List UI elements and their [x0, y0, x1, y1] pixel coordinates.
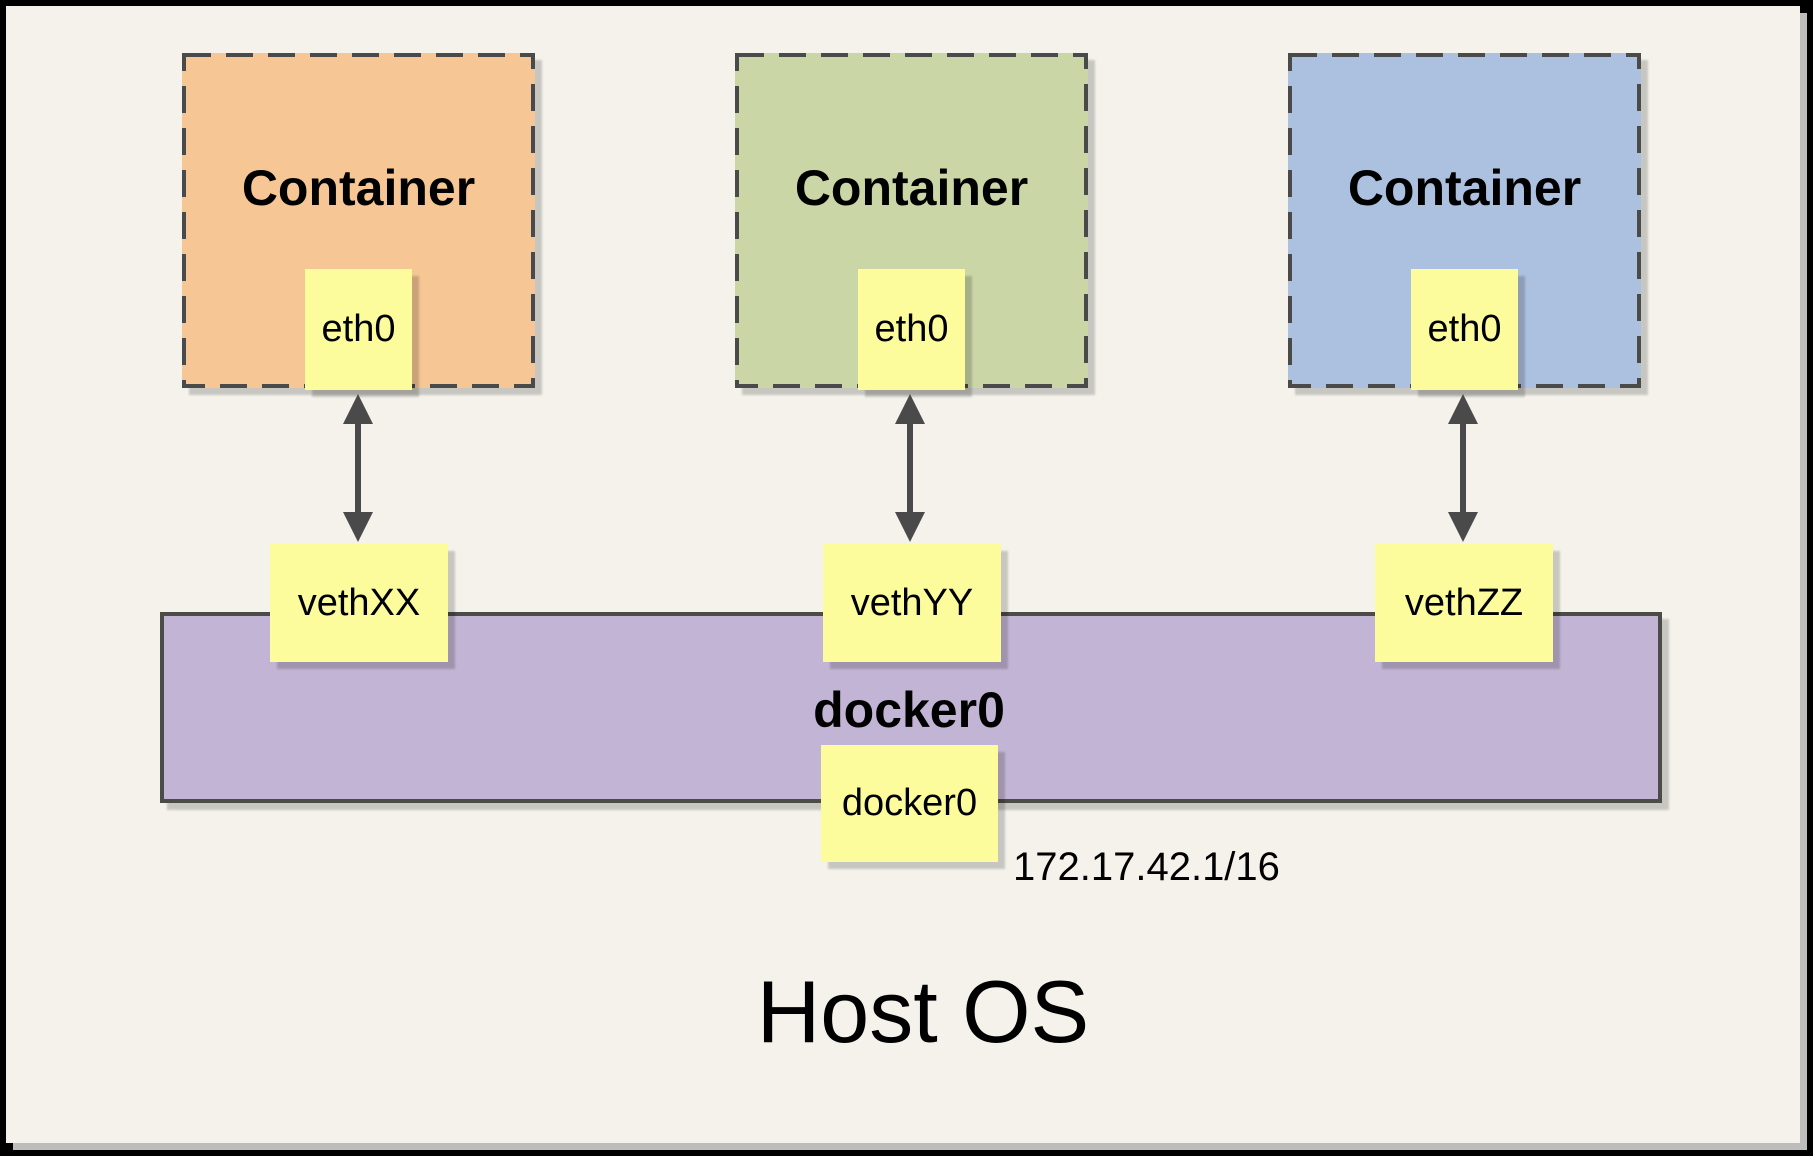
- vethyy-box: vethYY: [823, 544, 1001, 662]
- vethzz-box: vethZZ: [1375, 544, 1553, 662]
- eth0-interface-box: eth0: [858, 269, 965, 390]
- container-label: Container: [794, 160, 1029, 216]
- container-label: Container: [241, 160, 476, 216]
- bridge-ip-address: 172.17.42.1/16: [1013, 845, 1280, 889]
- host-os-panel: Container eth0 Container eth0 Container …: [6, 6, 1800, 1143]
- vethxx-box: vethXX: [270, 544, 448, 662]
- host-os-title: Host OS: [756, 962, 1090, 1061]
- eth0-interface-box: eth0: [305, 269, 412, 390]
- eth0-interface-box: eth0: [1411, 269, 1518, 390]
- eth0-veth-arrow-2: [895, 394, 925, 542]
- docker0-bridge-label: docker0: [813, 682, 1005, 738]
- container-box-2: Container eth0: [735, 53, 1088, 390]
- docker0-interface-box: docker0: [821, 745, 998, 862]
- eth0-veth-arrow-1: [343, 394, 373, 542]
- container-box-1: Container eth0: [182, 53, 535, 390]
- container-box-3: Container eth0: [1288, 53, 1641, 390]
- container-label: Container: [1347, 160, 1582, 216]
- eth0-veth-arrow-3: [1448, 394, 1478, 542]
